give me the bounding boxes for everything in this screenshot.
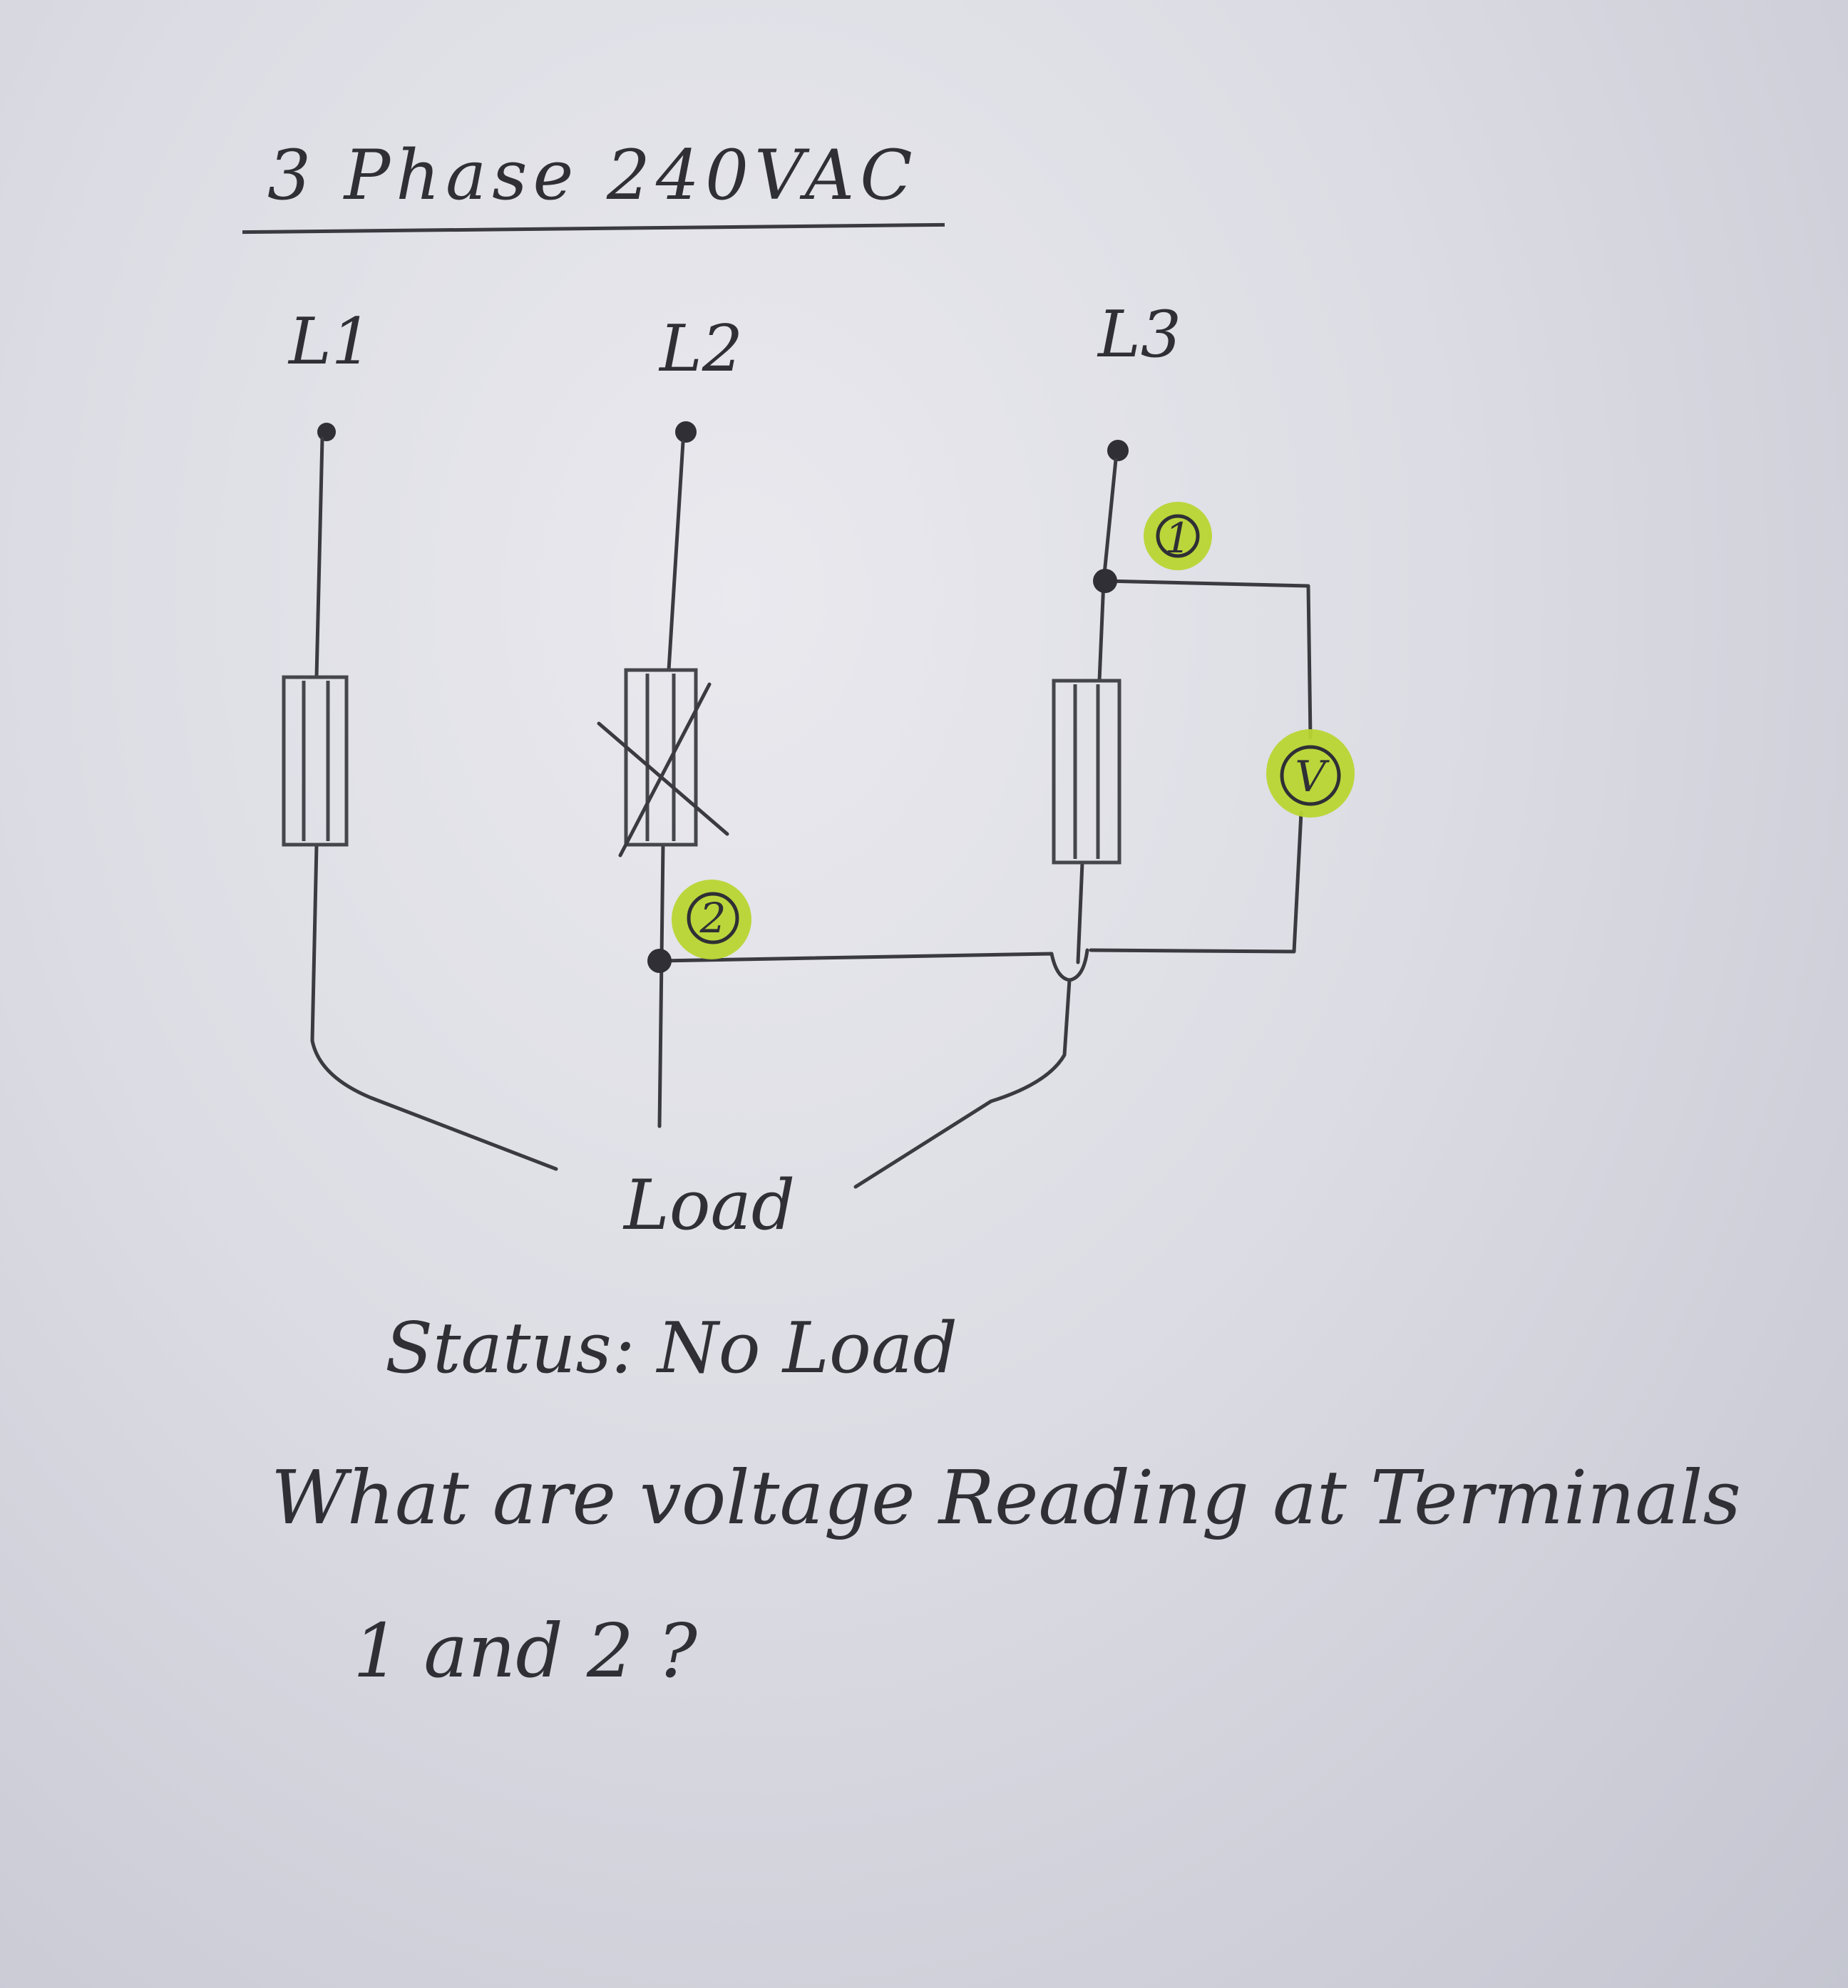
l2-supply-terminal xyxy=(675,421,697,443)
voltmeter-icon xyxy=(1280,745,1341,806)
l2-wire xyxy=(657,440,685,1128)
status-text: Status: No Load xyxy=(385,1308,958,1389)
l3-fuse xyxy=(1052,679,1121,865)
terminal-2-label: 2 xyxy=(699,894,727,942)
voltmeter-lead-terminal-2 xyxy=(657,948,1089,982)
phase-label-l3: L3 xyxy=(1097,297,1181,372)
terminal-1-highlight xyxy=(1144,502,1212,570)
terminal-1-label: 1 xyxy=(1165,514,1191,562)
terminal-1-marker xyxy=(1156,514,1200,558)
l3-supply-terminal xyxy=(1107,440,1129,461)
voltmeter-lead-terminal-1 xyxy=(1089,579,1313,954)
blown-fuse-cross xyxy=(597,682,729,857)
terminal-2-marker xyxy=(687,892,739,944)
phase-label-l1: L1 xyxy=(287,304,372,379)
l1-wire xyxy=(310,436,558,1171)
terminal-2-node xyxy=(647,949,672,973)
l1-supply-terminal xyxy=(317,423,336,441)
voltmeter-symbol: V xyxy=(1295,752,1330,802)
terminal-2-highlight xyxy=(672,880,751,959)
diagram-title: 3 Phase 240VAC xyxy=(267,135,918,215)
load-label: Load xyxy=(624,1165,796,1245)
terminal-1-node xyxy=(1093,569,1117,593)
l1-fuse xyxy=(282,675,349,847)
question-text-line-2: 1 and 2 ? xyxy=(353,1607,697,1694)
phase-label-l2: L2 xyxy=(658,311,743,386)
l2-fuse xyxy=(624,668,698,847)
question-text-line-1: What are voltage Reading at Terminals xyxy=(271,1454,1741,1541)
